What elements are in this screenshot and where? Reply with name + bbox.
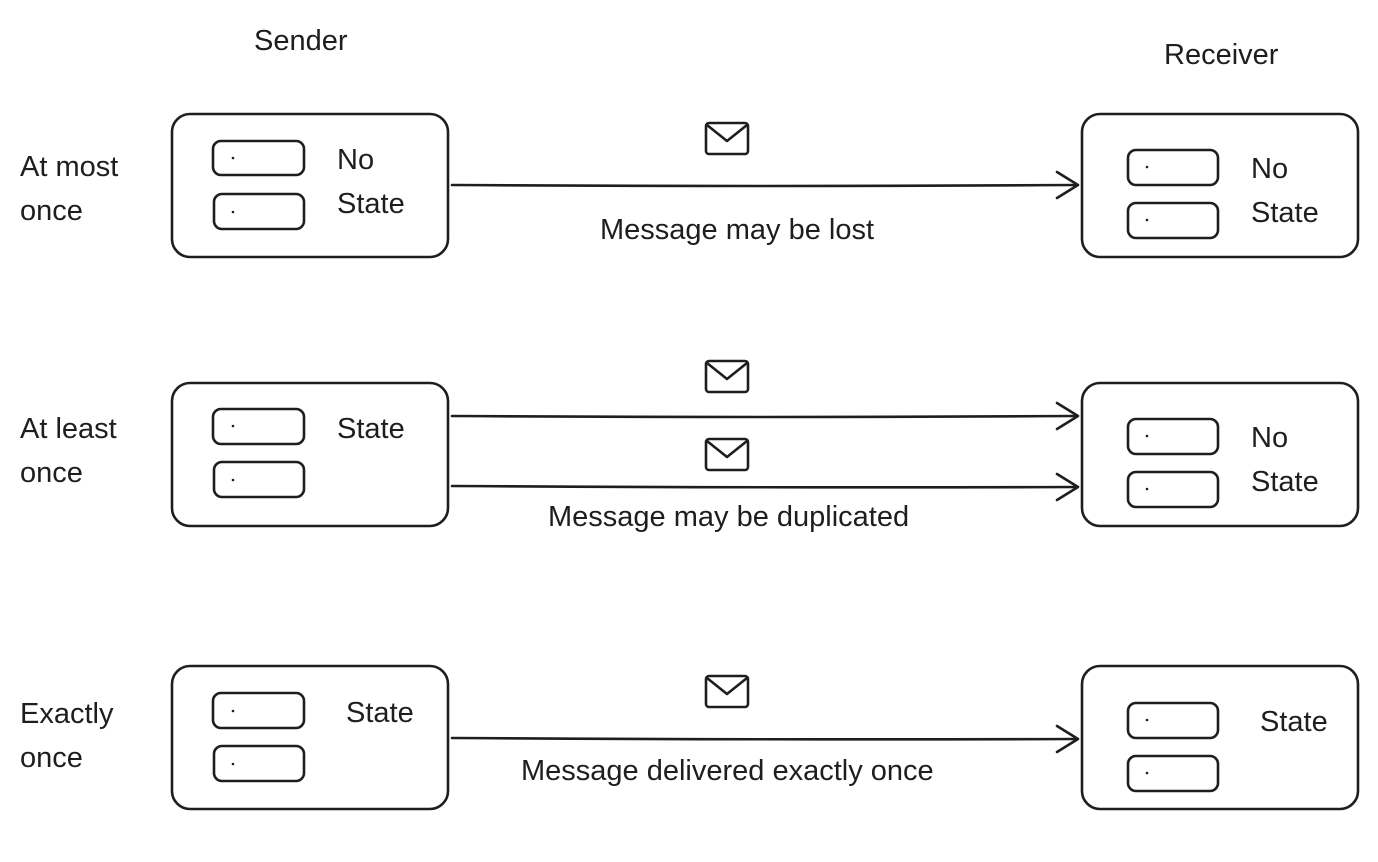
receiver-slot [1126,148,1220,187]
receiver-slot [1126,417,1220,456]
sender-slot [211,139,306,177]
sender-state-label: State [346,697,414,729]
arrowhead-icon [1055,472,1080,502]
arrow-caption: Message may be lost [600,214,875,246]
slot-dot [231,762,235,766]
sender-slot [212,192,306,231]
envelope-icon [704,359,750,394]
receiver-box [1080,381,1360,528]
row-at-least-once [170,359,1360,528]
receiver-slot [1126,470,1220,509]
receiver-header: Receiver [1164,39,1279,71]
sender-slot [211,407,306,446]
sender-box [170,112,450,259]
slot-dot [1145,165,1149,169]
arrow-caption: Message delivered exactly once [521,755,934,787]
sender-box [170,381,450,528]
message-arrow [450,414,1079,419]
slot-dot [231,709,235,713]
row-exactly-once [170,664,1360,811]
slot-dot [231,478,235,482]
slot-dot [1145,434,1149,438]
receiver-slot [1126,201,1220,240]
arrowhead-icon [1055,170,1080,200]
sender-state-label: State [337,413,405,445]
receiver-state-label: No State [1251,422,1319,498]
slot-dot [231,156,235,160]
message-arrow [450,183,1079,188]
row-label-at-least-once: At least once [20,413,117,489]
slot-dot [1145,718,1149,722]
sender-slot [212,460,306,499]
arrowhead-icon [1055,401,1080,431]
slot-dot [231,424,235,428]
slot-dot [1145,487,1149,491]
receiver-slot [1126,701,1220,740]
arrowhead-icon [1055,724,1080,754]
message-arrow [450,736,1079,741]
message-arrow [450,484,1079,489]
receiver-state-label: State [1260,706,1328,738]
envelope-icon [704,674,750,709]
slot-dot [1145,218,1149,222]
envelope-icon [704,121,750,156]
receiver-slot [1126,754,1220,793]
slot-dot [231,210,235,214]
row-at-most-once [170,112,1360,259]
envelope-icon [704,437,750,472]
sender-header: Sender [254,25,348,57]
receiver-state-label: No State [1251,153,1319,229]
row-label-exactly-once: Exactly once [20,698,114,774]
sender-slot [212,744,306,783]
sender-slot [211,691,306,730]
sender-state-label: No State [337,144,405,220]
arrow-caption: Message may be duplicated [548,501,910,533]
receiver-box [1080,664,1360,811]
slot-dot [1145,771,1149,775]
receiver-box [1080,112,1360,259]
row-label-at-most-once: At most once [20,151,119,227]
sender-box [170,664,450,811]
